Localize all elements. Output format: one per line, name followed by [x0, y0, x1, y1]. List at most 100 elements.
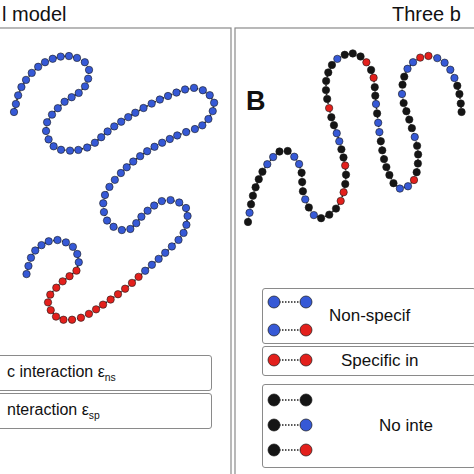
bead	[268, 419, 280, 431]
bead	[191, 125, 198, 132]
bead	[133, 219, 140, 226]
bead	[180, 229, 187, 236]
bead	[302, 196, 309, 203]
legend-box: c interaction εns	[0, 355, 212, 391]
bead	[158, 197, 165, 204]
bead	[328, 114, 335, 121]
bead	[342, 180, 349, 187]
bead	[300, 296, 312, 308]
bead	[65, 52, 72, 59]
bead	[336, 138, 343, 145]
bead	[199, 122, 206, 129]
bead	[244, 218, 251, 225]
bead	[413, 142, 420, 149]
bead	[48, 111, 55, 118]
legend-text: nteraction εsp	[7, 401, 100, 421]
bead	[367, 66, 374, 73]
bead	[123, 164, 130, 171]
bead	[23, 270, 30, 277]
chain-backbone	[248, 53, 462, 222]
bead	[121, 285, 128, 292]
bead	[57, 53, 64, 60]
bead	[45, 238, 52, 245]
bead	[458, 108, 465, 115]
panel-title: l model	[2, 3, 66, 26]
bead	[52, 313, 59, 320]
bead	[328, 61, 335, 68]
bead	[268, 444, 280, 456]
bead	[323, 95, 330, 102]
bead	[14, 92, 21, 99]
bead	[75, 259, 82, 266]
bead	[74, 250, 81, 257]
bead	[373, 110, 380, 117]
bead	[47, 306, 54, 313]
bead	[49, 55, 56, 62]
bead	[73, 54, 80, 61]
bead	[75, 146, 82, 153]
bead	[383, 163, 390, 170]
bead	[75, 89, 82, 96]
bead	[374, 119, 381, 126]
bead	[342, 171, 349, 178]
bead	[372, 92, 379, 99]
bead	[370, 74, 377, 81]
bead	[181, 86, 188, 93]
bead	[111, 123, 118, 130]
bead	[337, 197, 344, 204]
bead	[148, 261, 155, 268]
bead	[104, 128, 111, 135]
bead	[291, 153, 298, 160]
bead	[340, 189, 347, 196]
bead	[148, 100, 155, 107]
bead	[10, 108, 17, 115]
bead	[182, 204, 189, 211]
bead	[101, 191, 108, 198]
bead	[205, 115, 212, 122]
bead	[182, 128, 189, 135]
bead	[341, 162, 348, 169]
bead	[396, 185, 403, 192]
bead	[408, 124, 415, 131]
bead	[158, 139, 165, 146]
legend-text: c interaction εns	[7, 363, 116, 383]
legend-text: No inte	[379, 416, 433, 435]
bead	[305, 204, 312, 211]
bead	[322, 77, 329, 84]
bead	[166, 135, 173, 142]
bead	[457, 100, 464, 107]
bead	[249, 192, 256, 199]
bead	[12, 100, 19, 107]
bead	[377, 138, 384, 145]
polymer-chains	[10, 50, 465, 324]
bead	[406, 116, 413, 123]
bead	[66, 272, 73, 279]
bead	[255, 176, 262, 183]
legend-text: nteraction ε	[7, 401, 89, 418]
bead	[81, 59, 88, 66]
bead	[100, 200, 107, 207]
bead	[284, 147, 291, 154]
bead	[106, 183, 113, 190]
bead	[341, 51, 348, 58]
bead	[414, 151, 421, 158]
bead	[300, 394, 312, 406]
bead	[456, 90, 463, 97]
bead	[136, 152, 143, 159]
bead	[372, 100, 379, 107]
bead	[298, 178, 305, 185]
bead	[330, 121, 337, 128]
bead	[376, 128, 383, 135]
bead	[27, 254, 34, 261]
bead	[91, 139, 98, 146]
bead	[41, 59, 48, 66]
bead	[66, 147, 73, 154]
bead	[107, 296, 114, 303]
legend-box: Specific in	[262, 346, 474, 376]
bead	[83, 144, 90, 151]
bead	[69, 243, 76, 250]
bead	[53, 284, 60, 291]
bead	[325, 69, 332, 76]
bead	[85, 66, 92, 73]
legend-box: nteraction εsp	[0, 393, 212, 429]
